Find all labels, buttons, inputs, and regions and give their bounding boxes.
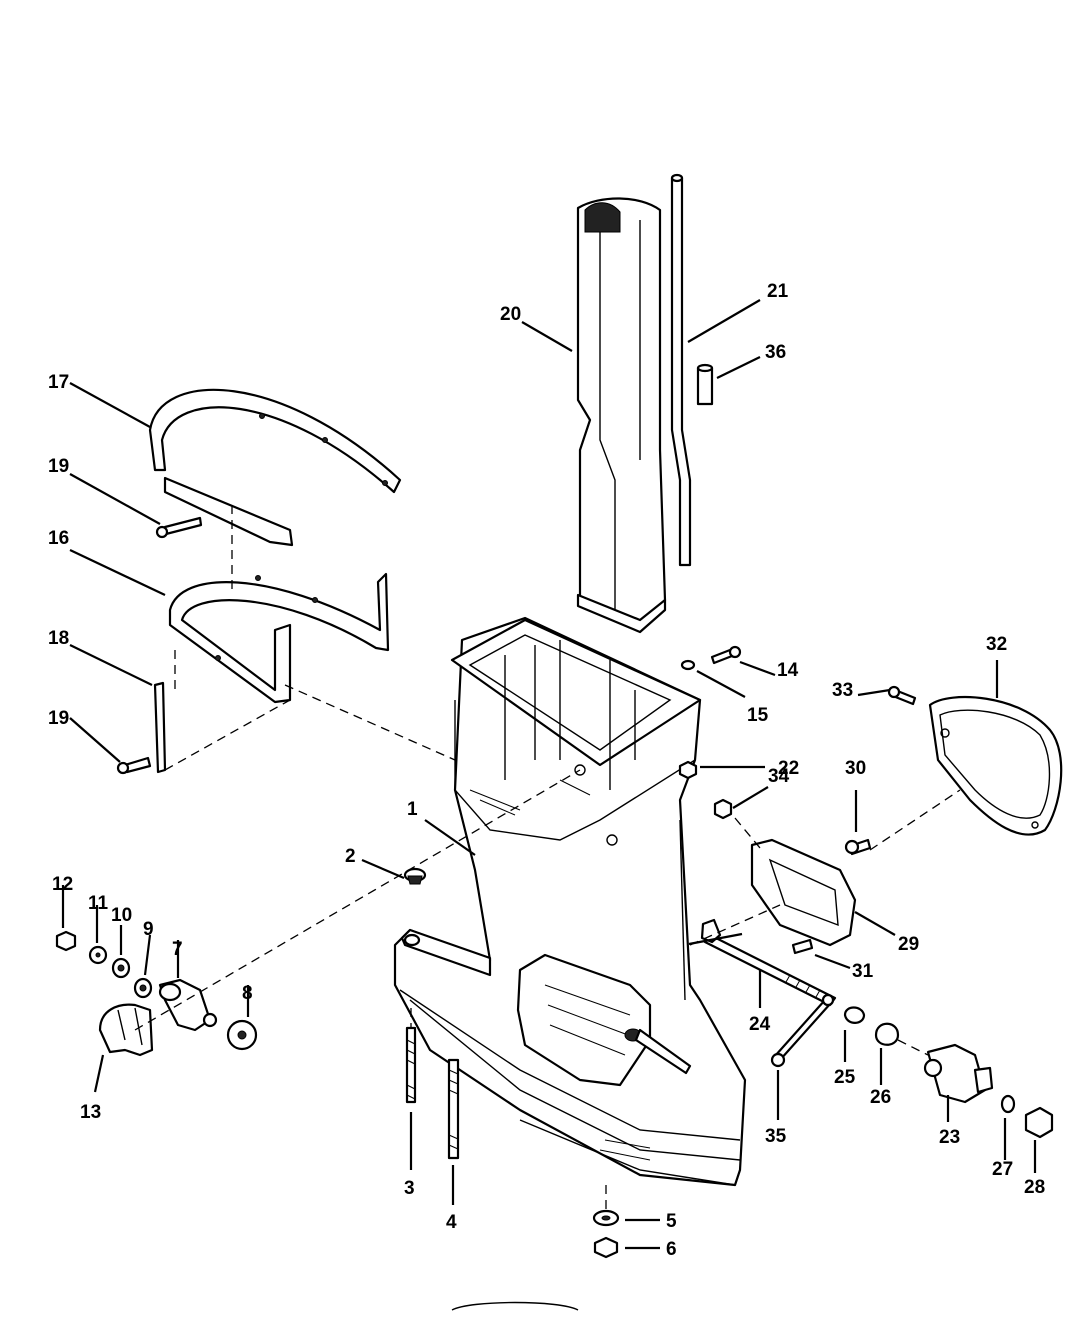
upper-seal [148, 388, 402, 547]
water-tube [670, 173, 692, 567]
stud-3 [405, 1026, 417, 1104]
washer-8 [226, 1019, 258, 1051]
washer-10 [111, 957, 131, 979]
side-cover [928, 695, 1063, 836]
callout-15: 15 [747, 705, 769, 726]
stud-31 [791, 938, 814, 955]
callout-24: 24 [749, 1014, 771, 1035]
callout-12: 12 [52, 874, 73, 895]
callout-29: 29 [898, 934, 919, 955]
nut-6 [593, 1236, 619, 1259]
callout-9: 9 [143, 919, 154, 940]
screw-upper [155, 516, 203, 539]
callout-8: 8 [242, 983, 253, 1004]
callout-21: 21 [767, 281, 789, 302]
callout-4: 4 [446, 1212, 457, 1233]
callout-10: 10 [111, 905, 132, 926]
screw-lower [116, 756, 152, 775]
screw-33 [887, 685, 917, 706]
callout-6: 6 [666, 1239, 677, 1260]
callout-23: 23 [939, 1127, 960, 1148]
lower-seal [168, 572, 390, 704]
callout-7: 7 [172, 939, 183, 960]
callout-2: 2 [345, 846, 356, 867]
callout-19-upper: 19 [48, 456, 69, 477]
callout-33: 33 [832, 680, 853, 701]
callout-labels: 1 2 3 4 5 6 7 8 9 10 11 12 13 14 15 16 1… [48, 281, 1045, 1260]
callout-36: 36 [765, 342, 786, 363]
leader-lines [61, 299, 1037, 1250]
callout-26: 26 [870, 1087, 891, 1108]
callout-19-lower: 19 [48, 708, 69, 729]
shim [153, 681, 167, 774]
nut-12 [55, 930, 77, 952]
washer-26 [874, 1022, 900, 1046]
washer-11 [88, 945, 108, 965]
screw-14 [710, 645, 742, 665]
washer-25 [843, 1006, 866, 1024]
stud-4 [447, 1058, 460, 1160]
rear-mount-cover [750, 838, 857, 947]
front-mount [158, 978, 218, 1032]
ground-strap-35 [770, 993, 835, 1068]
callout-22: 22 [778, 758, 799, 779]
alignment-lines [134, 505, 961, 1210]
callout-31: 31 [852, 961, 874, 982]
washer-9 [133, 977, 153, 999]
nut-34 [713, 798, 733, 820]
callout-11: 11 [88, 893, 109, 914]
rear-mount [923, 1043, 994, 1104]
driveshaft-housing [393, 616, 747, 1187]
callout-25: 25 [834, 1067, 856, 1088]
washer-15 [680, 659, 696, 671]
callout-3: 3 [404, 1178, 415, 1199]
grommet-2 [403, 867, 427, 885]
callout-20: 20 [500, 304, 521, 325]
callout-17: 17 [48, 372, 69, 393]
nut-22 [678, 760, 698, 780]
washer-27 [1000, 1094, 1016, 1114]
callout-5: 5 [666, 1211, 677, 1232]
screw-30 [844, 838, 872, 856]
exhaust-tube [576, 197, 667, 634]
callout-35: 35 [765, 1126, 787, 1147]
nut-28 [1024, 1106, 1054, 1139]
grommet [696, 363, 714, 406]
mount-retainer [98, 1003, 154, 1057]
scan-mark [451, 1301, 579, 1311]
anti-cavitation-plate [400, 928, 692, 1087]
callout-13: 13 [80, 1102, 101, 1123]
callout-30: 30 [845, 758, 866, 779]
callout-34: 34 [768, 766, 790, 787]
callout-1: 1 [407, 799, 418, 820]
callout-14: 14 [777, 660, 799, 681]
callout-32: 32 [986, 634, 1007, 655]
callout-27: 27 [992, 1159, 1013, 1180]
callout-16: 16 [48, 528, 69, 549]
callout-18: 18 [48, 628, 69, 649]
callout-28: 28 [1024, 1177, 1045, 1198]
